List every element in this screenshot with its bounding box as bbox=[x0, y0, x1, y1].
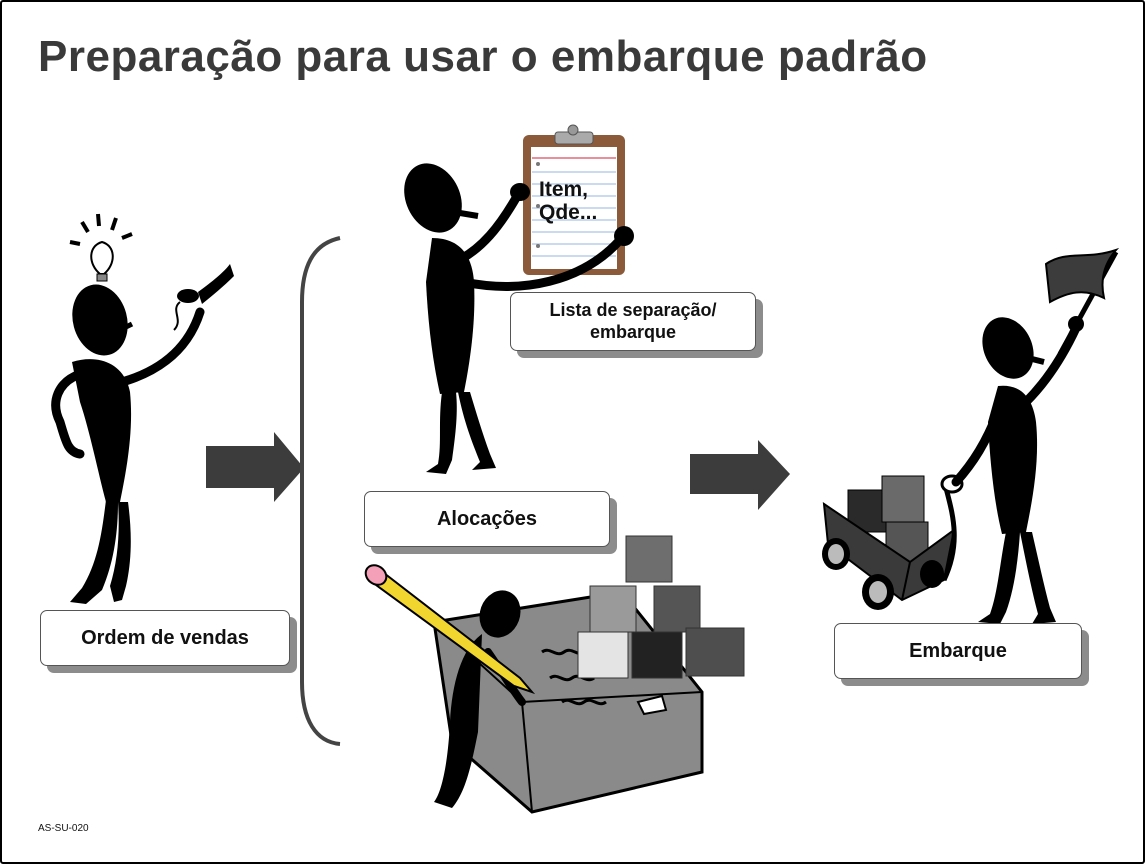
clipboard-line-1: Item, bbox=[539, 178, 589, 201]
person-on-phone-icon bbox=[51, 213, 234, 604]
clipboard-icon bbox=[523, 124, 625, 275]
clipboard-text: Item, Qde... bbox=[539, 178, 598, 224]
label-pick-list-line-2: embarque bbox=[589, 321, 677, 342]
flag-icon bbox=[1044, 247, 1120, 356]
clipboard-line-2: Qde... bbox=[539, 200, 598, 224]
slide-title: Preparação para usar o embarque padrão bbox=[38, 32, 928, 81]
label-allocations-text: Alocações bbox=[436, 507, 538, 530]
bracket-brace bbox=[300, 236, 341, 746]
label-pick-list-line-1: Lista de separação/ bbox=[549, 299, 717, 320]
label-sales-order-text: Ordem de vendas bbox=[81, 626, 249, 649]
person-with-flag-icon bbox=[951, 247, 1120, 624]
label-sales-order: Ordem de vendas bbox=[40, 610, 290, 666]
label-allocations: Alocações bbox=[364, 491, 610, 547]
lightbulb-icon bbox=[69, 213, 133, 282]
label-pick-list: Lista de separação/ embarque bbox=[510, 292, 756, 351]
slide-code: AS-SU-020 bbox=[38, 823, 89, 834]
cart-icon bbox=[822, 474, 964, 610]
label-shipment-text: Embarque bbox=[909, 639, 1007, 662]
flow-arrow-1 bbox=[206, 432, 304, 502]
flow-arrow-2 bbox=[690, 440, 790, 510]
person-holding-clipboard-icon bbox=[404, 163, 634, 474]
stacked-boxes-icon bbox=[577, 535, 745, 679]
pencil-icon bbox=[364, 564, 536, 695]
label-shipment: Embarque bbox=[834, 623, 1082, 679]
